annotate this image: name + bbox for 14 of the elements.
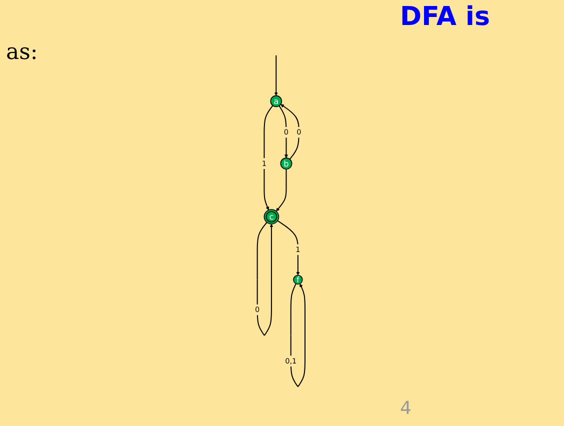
node-circle: b xyxy=(280,158,292,170)
arrow xyxy=(290,284,306,387)
arrow xyxy=(274,55,278,96)
heading-text: DFA is xyxy=(400,2,490,32)
arrow xyxy=(256,222,274,336)
node-circle: f xyxy=(293,274,303,285)
page-number: 4 xyxy=(400,398,412,419)
arrow xyxy=(264,105,274,210)
arrow xyxy=(280,104,300,160)
arrow xyxy=(277,220,300,276)
note-text: as: xyxy=(6,40,38,65)
arrow xyxy=(276,169,287,212)
arrow xyxy=(278,106,288,158)
node-circle: a xyxy=(270,95,282,108)
